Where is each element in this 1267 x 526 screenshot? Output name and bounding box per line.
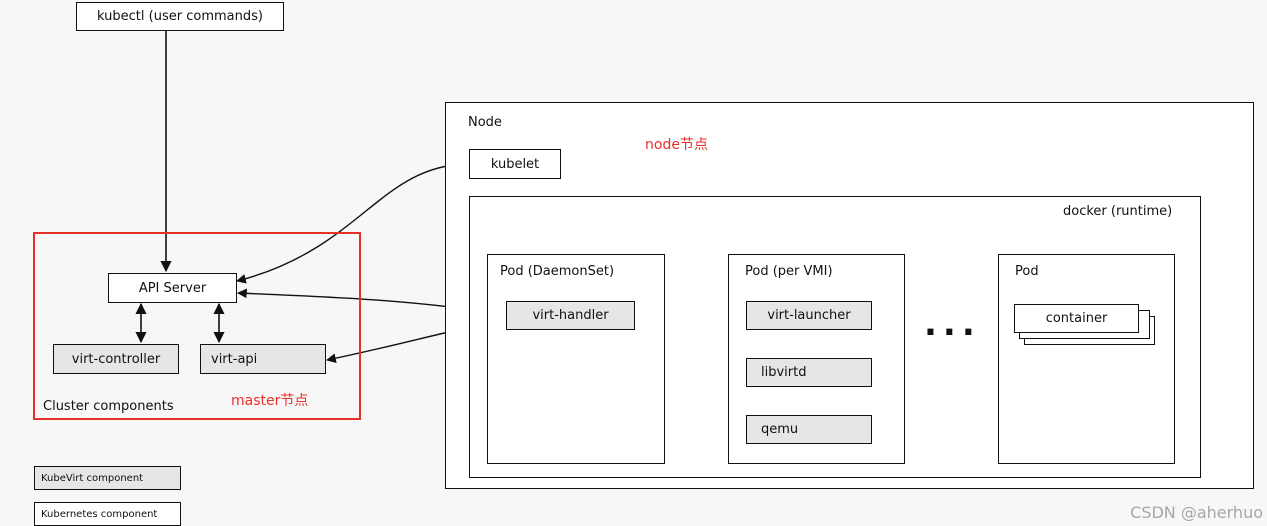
- libvirtd-box: libvirtd: [746, 358, 872, 387]
- virt-controller-label: virt-controller: [71, 351, 161, 367]
- virt-controller-box: virt-controller: [53, 344, 179, 374]
- kubelet-label: kubelet: [490, 156, 540, 172]
- qemu-box: qemu: [746, 415, 872, 444]
- virt-api-box: virt-api: [200, 344, 326, 374]
- cluster-components-box: [33, 232, 361, 420]
- legend-kubevirt-label: KubeVirt component: [41, 472, 144, 484]
- cluster-components-label: Cluster components: [43, 399, 174, 414]
- virt-api-label: virt-api: [211, 351, 258, 367]
- virt-launcher-box: virt-launcher: [746, 301, 872, 330]
- legend-kubernetes-label: Kubernetes component: [41, 508, 158, 520]
- virt-launcher-label: virt-launcher: [767, 308, 851, 323]
- pod-generic-title: Pod: [1015, 264, 1039, 279]
- container-box: container: [1014, 304, 1139, 333]
- api-server-box: API Server: [108, 273, 237, 303]
- kubelet-box: kubelet: [469, 149, 561, 179]
- legend-kubevirt-box: KubeVirt component: [34, 466, 181, 490]
- virt-handler-box: virt-handler: [506, 301, 635, 330]
- docker-runtime-label: docker (runtime): [1063, 204, 1173, 219]
- libvirtd-label: libvirtd: [761, 365, 807, 380]
- watermark-text: CSDN @aherhuo: [1130, 503, 1263, 522]
- node-title: Node: [468, 115, 502, 130]
- pod-vmi-title: Pod (per VMI): [745, 264, 833, 279]
- arrow-api-server-kubelet: [236, 159, 469, 284]
- master-node-annotation: master节点: [231, 393, 309, 409]
- docker-runtime-box: [469, 196, 1201, 478]
- node-annotation: node节点: [645, 137, 708, 153]
- api-server-label: API Server: [138, 280, 207, 296]
- pod-generic-box: [998, 254, 1175, 464]
- pod-daemonset-title: Pod (DaemonSet): [500, 264, 615, 279]
- qemu-label: qemu: [761, 422, 799, 437]
- container-label: container: [1045, 311, 1108, 326]
- more-pods-ellipsis: ...: [924, 304, 981, 344]
- kubectl-label: kubectl (user commands): [97, 9, 263, 24]
- virt-handler-label: virt-handler: [532, 308, 609, 323]
- kubectl-box: kubectl (user commands): [76, 2, 284, 31]
- legend-kubernetes-box: Kubernetes component: [34, 502, 181, 526]
- pod-daemonset-box: [487, 254, 665, 464]
